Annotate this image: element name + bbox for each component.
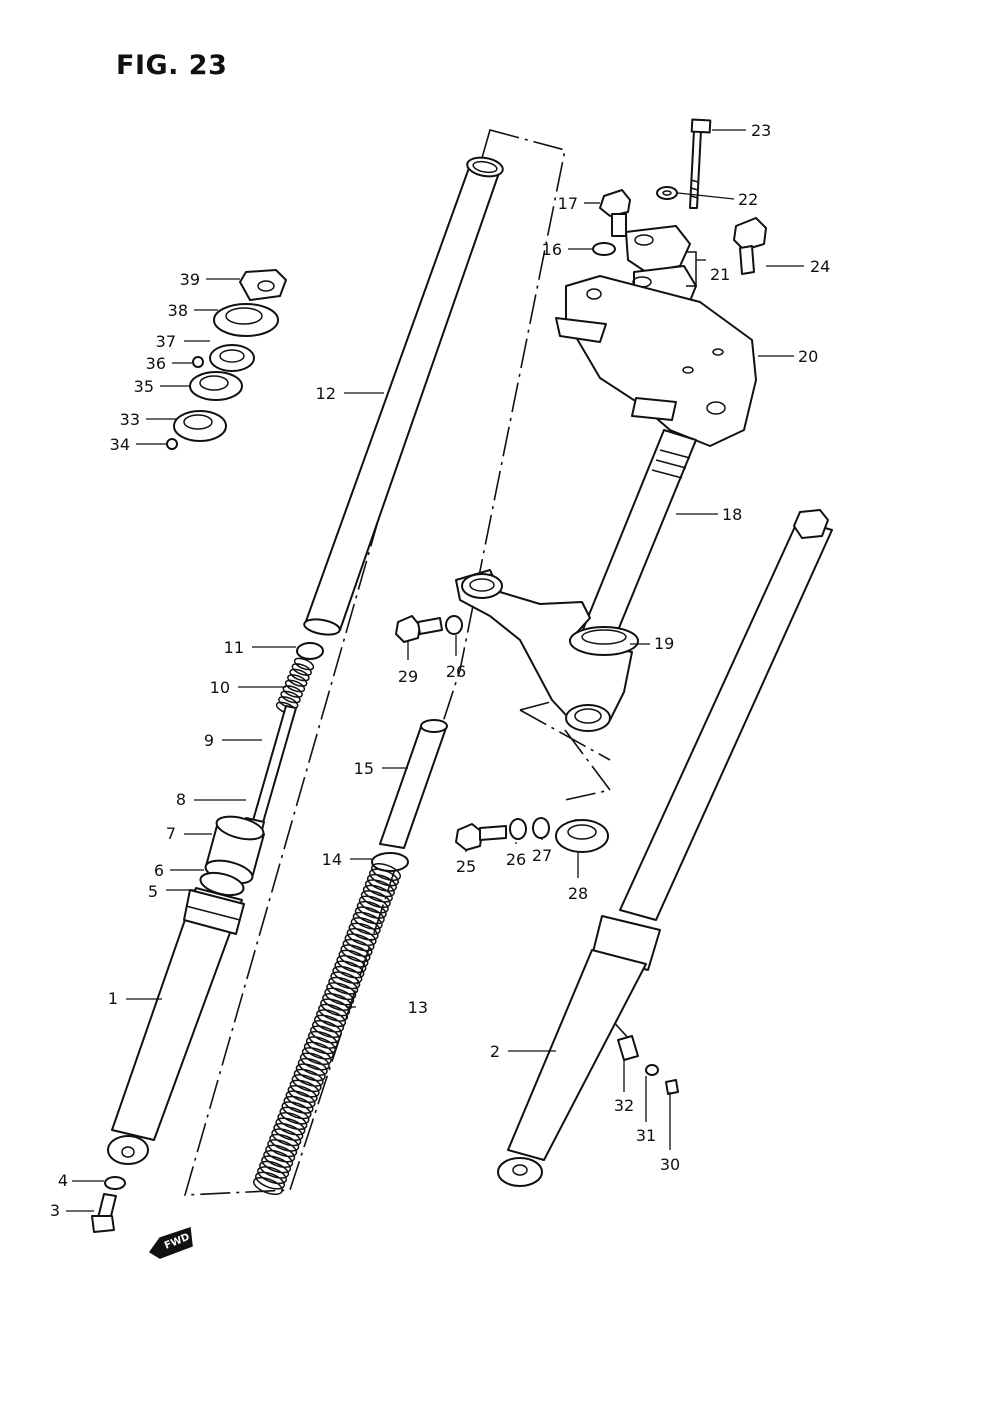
part-label-26: 26: [506, 850, 526, 869]
washer-14: [371, 852, 409, 872]
damper-spring-9: [275, 657, 315, 715]
assembly-outline: [183, 129, 566, 1196]
bearing-race-35: [189, 371, 243, 401]
part-label-10: 10: [210, 678, 230, 697]
part-label-32: 32: [614, 1096, 634, 1115]
screw-30: [665, 1079, 679, 1095]
upper-bracket: [555, 275, 757, 447]
part-label-39: 39: [180, 270, 200, 289]
bearing-race-33: [173, 410, 227, 442]
part-label-5: 5: [148, 882, 158, 901]
part-label-16: 16: [542, 240, 562, 259]
washer-4: [104, 1176, 126, 1190]
part-label-9: 9: [204, 731, 214, 750]
grommet-28: [555, 819, 609, 853]
steel-ball-36: [192, 356, 204, 368]
part-label-4: 4: [58, 1171, 68, 1190]
part-label-6: 6: [154, 861, 164, 880]
part-label-17: 17: [558, 194, 578, 213]
part-label-25: 25: [456, 857, 476, 876]
drain-bolt-3: [91, 1193, 117, 1233]
damper-rod-10: [251, 705, 297, 827]
part-label-35: 35: [134, 377, 154, 396]
bolt-29: [395, 615, 443, 643]
part-label-30: 30: [660, 1155, 680, 1174]
part-label-33: 33: [120, 410, 140, 429]
clamp-32: [617, 1035, 639, 1061]
part-label-22: 22: [738, 190, 758, 209]
forward-direction-badge: FWD: [148, 1226, 193, 1259]
part-label-37: 37: [156, 332, 176, 351]
washer-26a: [445, 615, 463, 635]
washer-16: [592, 242, 616, 256]
part-label-1: 1: [108, 989, 118, 1008]
part-label-28: 28: [568, 884, 588, 903]
part-label-13: 13: [408, 998, 428, 1017]
part-label-31: 31: [636, 1126, 656, 1145]
part-label-3: 3: [50, 1201, 60, 1220]
washer-22: [656, 186, 678, 200]
part-label-27: 27: [532, 846, 552, 865]
part-label-2: 2: [490, 1042, 500, 1061]
stem-nut-39: [239, 269, 287, 301]
washer-26b: [509, 818, 527, 840]
ring-11: [296, 642, 324, 660]
part-label-36: 36: [146, 354, 166, 373]
figure-title: FIG. 23: [116, 50, 228, 81]
part-label-7: 7: [166, 824, 176, 843]
handlebar-bolt: [689, 118, 712, 209]
part-label-11: 11: [224, 638, 244, 657]
part-label-12: 12: [316, 384, 336, 403]
bolt-17: [599, 189, 631, 237]
label-bracket-21: [686, 251, 697, 287]
fork-spring: [253, 862, 401, 1195]
bearing-race-37: [209, 344, 255, 372]
inner-tube: [303, 156, 504, 636]
washer-31: [645, 1064, 659, 1076]
part-label-26: 26: [446, 662, 466, 681]
lower-bracket: [455, 569, 633, 732]
fork-assembly-right: [497, 509, 833, 1187]
callout-labels: 1234567891011121314151617181920212223242…: [50, 121, 831, 1220]
outer-tube-left: [107, 887, 245, 1165]
part-label-8: 8: [176, 790, 186, 809]
part-label-18: 18: [722, 505, 742, 524]
washer-27: [532, 817, 550, 839]
part-label-19: 19: [654, 634, 674, 653]
part-label-38: 38: [168, 301, 188, 320]
bracket-detail-outline: [519, 699, 612, 801]
bolt-25: [455, 823, 507, 851]
part-label-23: 23: [751, 121, 771, 140]
bolt-24: [733, 217, 767, 275]
dust-seal-19: [569, 626, 639, 656]
part-label-24: 24: [810, 257, 830, 276]
leader-line-22: [677, 192, 735, 200]
spacer-tube: [379, 719, 448, 849]
part-label-34: 34: [110, 435, 130, 454]
part-label-21: 21: [710, 265, 730, 284]
steel-ball-34: [166, 438, 178, 450]
dust-seal-38: [213, 303, 279, 337]
part-label-14: 14: [322, 850, 342, 869]
part-label-20: 20: [798, 347, 818, 366]
part-label-29: 29: [398, 667, 418, 686]
steering-stem: [581, 429, 697, 641]
part-label-15: 15: [354, 759, 374, 778]
